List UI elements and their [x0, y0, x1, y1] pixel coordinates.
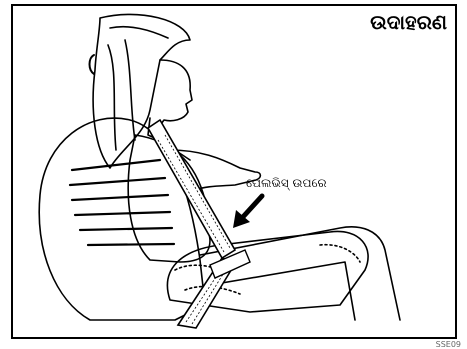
ear [90, 55, 95, 74]
seat-back-ribs [70, 160, 174, 245]
pelvis-callout-label: ପେଲଭିସ୍ ଉପରେ [246, 176, 327, 191]
figure-title: ଉଦାହରଣ [370, 10, 447, 34]
lap-belt-band [210, 250, 250, 278]
figure-code: SSE09 [436, 340, 461, 349]
arrow-down-left-icon [233, 196, 262, 228]
face [158, 60, 192, 128]
shoulder-belt [148, 120, 235, 258]
hair [93, 14, 190, 168]
seat-back [39, 118, 205, 320]
